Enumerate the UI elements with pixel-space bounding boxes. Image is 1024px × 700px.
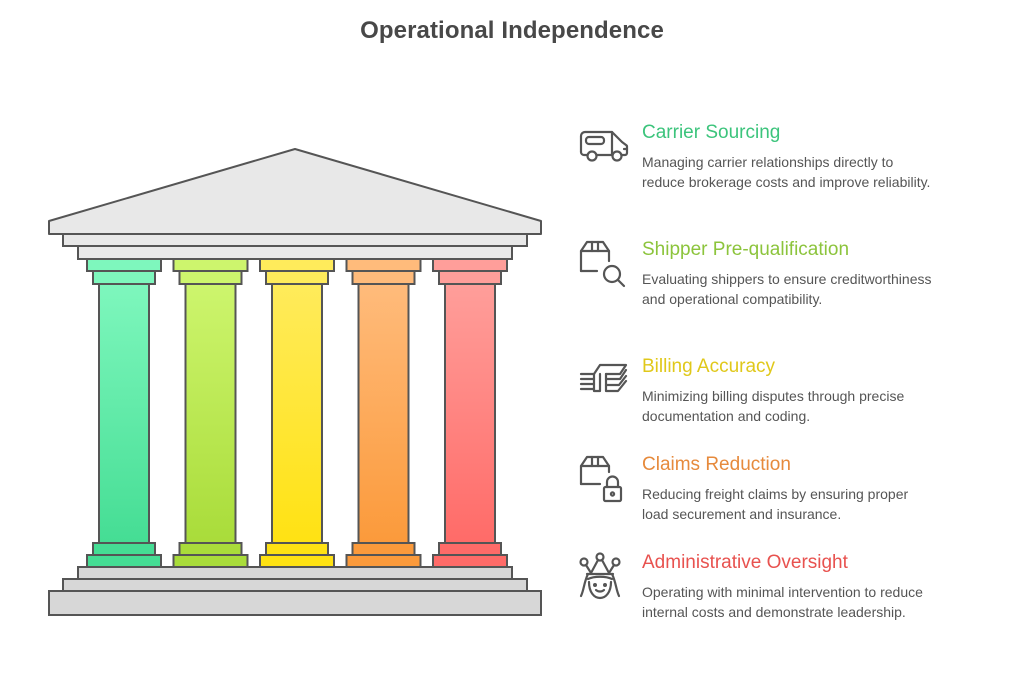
pillar-heading: Shipper Pre-qualification bbox=[642, 239, 850, 260]
temple-column bbox=[432, 258, 508, 568]
column-shaft bbox=[271, 283, 323, 544]
entablature-step-2 bbox=[77, 245, 513, 260]
queen-crown-icon bbox=[579, 552, 621, 600]
package-lock-icon bbox=[579, 455, 623, 503]
pillar-description: Minimizing billing disputes through prec… bbox=[642, 388, 905, 424]
pillar-heading: Billing Accuracy bbox=[642, 356, 776, 377]
column-base-bottom bbox=[345, 554, 422, 568]
column-capital-top bbox=[259, 258, 335, 272]
base-step-3 bbox=[48, 590, 542, 616]
temple-column bbox=[172, 258, 249, 568]
page-title: Operational Independence bbox=[360, 17, 664, 44]
van-icon bbox=[579, 130, 629, 162]
column-base-bottom bbox=[259, 554, 335, 568]
column-base-top bbox=[92, 542, 156, 556]
money-stack-icon bbox=[579, 363, 628, 393]
column-base-bottom bbox=[86, 554, 162, 568]
column-base-bottom bbox=[172, 554, 249, 568]
pillar-description: Operating with minimal intervention to r… bbox=[642, 584, 923, 620]
column-base-top bbox=[178, 542, 243, 556]
pillar-description: Managing carrier relationships directly … bbox=[642, 154, 931, 190]
column-capital-bottom bbox=[438, 270, 502, 285]
temple-column bbox=[86, 258, 162, 568]
pillar-heading: Claims Reduction bbox=[642, 454, 791, 475]
column-capital-bottom bbox=[92, 270, 156, 285]
column-capital-bottom bbox=[351, 270, 416, 285]
column-capital-top bbox=[432, 258, 508, 272]
column-capital-bottom bbox=[265, 270, 329, 285]
pillar-description: Evaluating shippers to ensure creditwort… bbox=[642, 271, 932, 307]
column-shaft bbox=[444, 283, 496, 544]
column-capital-top bbox=[345, 258, 422, 272]
column-capital-top bbox=[86, 258, 162, 272]
entablature-step-1 bbox=[62, 233, 528, 247]
column-capital-bottom bbox=[178, 270, 243, 285]
package-search-icon bbox=[579, 240, 626, 288]
temple-column bbox=[345, 258, 422, 568]
column-shaft bbox=[357, 283, 410, 544]
column-shaft bbox=[98, 283, 150, 544]
temple-roof bbox=[48, 148, 542, 235]
column-base-top bbox=[438, 542, 502, 556]
pillar-heading: Carrier Sourcing bbox=[642, 122, 781, 143]
pillar-description: Reducing freight claims by ensuring prop… bbox=[642, 486, 909, 522]
temple-diagram bbox=[48, 148, 542, 616]
pillar-heading: Administrative Oversight bbox=[642, 552, 848, 573]
column-base-top bbox=[351, 542, 416, 556]
column-capital-top bbox=[172, 258, 249, 272]
base-step-2 bbox=[62, 578, 528, 592]
column-base-top bbox=[265, 542, 329, 556]
base-step-1 bbox=[77, 566, 513, 580]
temple-column bbox=[259, 258, 335, 568]
column-base-bottom bbox=[432, 554, 508, 568]
column-shaft bbox=[184, 283, 237, 544]
